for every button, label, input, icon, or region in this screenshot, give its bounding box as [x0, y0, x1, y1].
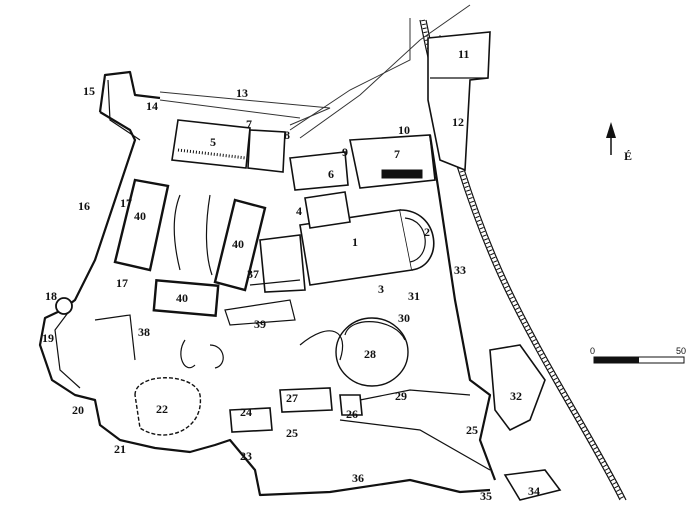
amphitheatre-28 — [335, 317, 409, 387]
building-5 — [171, 119, 286, 173]
structures-38-39 — [94, 279, 301, 361]
label-38: 38 — [138, 325, 150, 339]
label-35: 35 — [480, 489, 492, 503]
label-21: 21 — [114, 442, 126, 456]
label-17b: 17 — [116, 276, 128, 290]
tower-18 — [55, 297, 73, 315]
label-10: 10 — [398, 123, 410, 137]
label-14: 14 — [146, 99, 158, 113]
label-4: 4 — [296, 204, 302, 218]
label-40b: 40 — [232, 237, 244, 251]
buildings-24-27 — [229, 387, 363, 433]
label-24: 24 — [240, 405, 252, 419]
label-11: 11 — [458, 47, 469, 61]
label-19: 19 — [42, 331, 54, 345]
label-5: 5 — [210, 135, 216, 149]
label-40c: 40 — [176, 291, 188, 305]
label-13: 13 — [236, 86, 248, 100]
buildings-40 — [113, 178, 267, 317]
label-31: 31 — [408, 289, 420, 303]
label-29: 29 — [395, 389, 407, 403]
church-complex — [259, 191, 435, 293]
north-arrow-icon — [606, 122, 616, 138]
map-labels: 1 2 3 4 5 6 7 7 8 9 10 11 12 13 14 15 16… — [42, 47, 540, 503]
label-17: 17 — [120, 196, 132, 210]
east-wall — [339, 134, 562, 501]
structure-22 — [134, 377, 201, 436]
label-18: 18 — [45, 289, 57, 303]
label-6: 6 — [328, 167, 334, 181]
label-16: 16 — [78, 199, 90, 213]
label-27: 27 — [286, 391, 298, 405]
label-26: 26 — [346, 407, 358, 421]
outer-wall — [38, 70, 491, 497]
label-20: 20 — [72, 403, 84, 417]
label-2: 2 — [424, 225, 430, 239]
label-32: 32 — [510, 389, 522, 403]
label-3: 3 — [378, 282, 384, 296]
label-33: 33 — [454, 263, 466, 277]
label-7b: 7 — [394, 147, 400, 161]
label-1: 1 — [352, 235, 358, 249]
label-25b: 25 — [466, 423, 478, 437]
north-arrow: É — [606, 122, 632, 163]
scale-max-label: 50 — [676, 346, 686, 356]
label-9: 9 — [342, 145, 348, 159]
label-15: 15 — [83, 84, 95, 98]
label-40a: 40 — [134, 209, 146, 223]
scale-min-label: 0 — [590, 346, 595, 356]
label-34: 34 — [528, 484, 540, 498]
label-7: 7 — [246, 117, 252, 131]
label-37: 37 — [247, 267, 259, 281]
label-36: 36 — [352, 471, 364, 485]
label-8: 8 — [284, 128, 290, 142]
label-25: 25 — [286, 426, 298, 440]
label-39: 39 — [254, 317, 266, 331]
label-12: 12 — [452, 115, 464, 129]
buildings-6-9-10 — [289, 134, 436, 191]
label-30: 30 — [398, 311, 410, 325]
scale-bar: 0 50 — [590, 346, 686, 364]
label-22: 22 — [156, 402, 168, 416]
label-28: 28 — [364, 347, 376, 361]
label-23: 23 — [240, 449, 252, 463]
roads — [159, 4, 471, 139]
north-label: É — [624, 149, 632, 163]
garden-beds — [173, 194, 344, 369]
buildings-11-12 — [427, 31, 491, 172]
